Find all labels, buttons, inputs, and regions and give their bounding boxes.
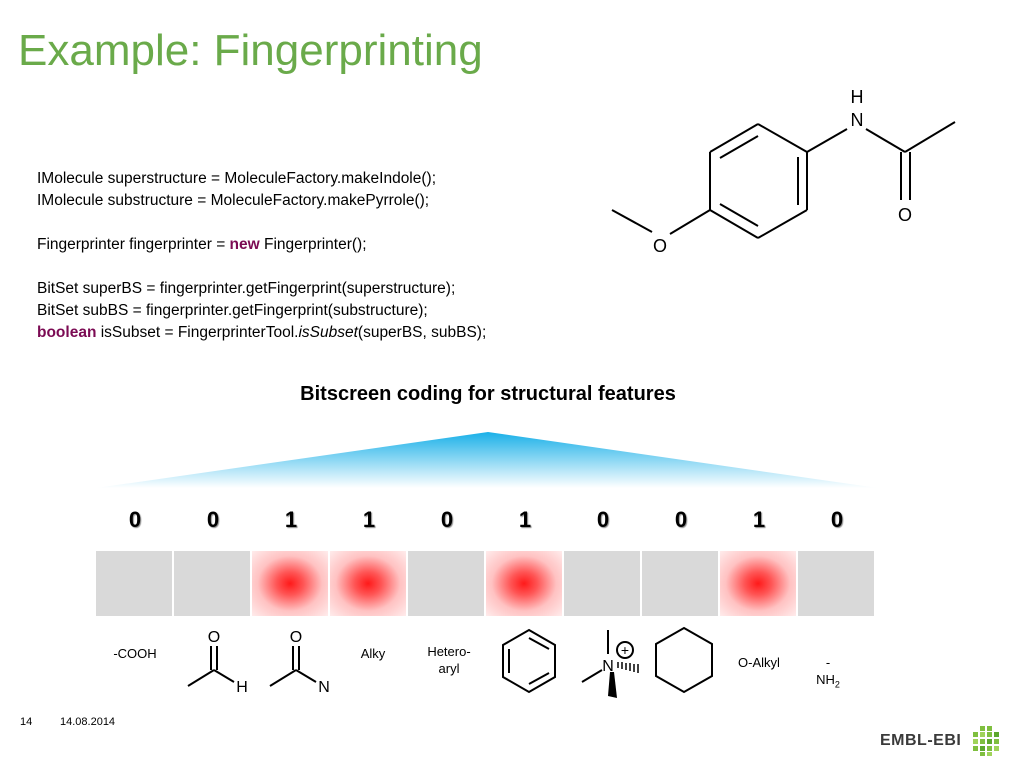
code-line: IMolecule substructure = MoleculeFactory… xyxy=(37,192,430,209)
bit-value: 1 xyxy=(362,507,376,532)
code-text: (superBS, subBS); xyxy=(357,324,487,341)
slide-date: 14.08.2014 xyxy=(60,716,116,728)
code-text: Fingerprinter(); xyxy=(259,236,367,253)
feature-label-subscript: 2 xyxy=(834,679,840,690)
code-line: BitSet subBS = fingerprinter.getFingerpr… xyxy=(37,302,428,319)
feature-label-line: Hetero- xyxy=(427,644,471,659)
bit-cell xyxy=(174,551,250,616)
feature-label-oalkyl: O-Alkyl xyxy=(738,655,780,670)
atom-label: N xyxy=(318,679,330,696)
bit-cell xyxy=(720,551,796,616)
code-line: boolean isSubset = FingerprinterTool.isS… xyxy=(37,322,597,344)
bit-cell xyxy=(564,551,640,616)
code-line: IMolecule superstructure = MoleculeFacto… xyxy=(37,170,437,187)
code-text: Fingerprinter fingerprinter = xyxy=(37,236,230,253)
bit-cell xyxy=(642,551,718,616)
cyclohexane-structure xyxy=(655,626,713,694)
bit-value: 0 xyxy=(596,507,610,532)
aldehyde-structure: O H xyxy=(187,629,248,696)
code-italic: isSubset xyxy=(298,324,358,341)
atom-label: O xyxy=(898,205,912,225)
molecule-bonds xyxy=(611,121,956,239)
slide-title: Example: Fingerprinting xyxy=(18,26,483,75)
bit-value: 1 xyxy=(518,507,532,532)
atom-label: N xyxy=(602,658,614,675)
bitscreen-title: Bitscreen coding for structural features xyxy=(300,383,676,405)
ammonium-structure: N + xyxy=(581,630,639,698)
atom-label: O xyxy=(290,629,302,646)
feature-label-alky: Alky xyxy=(360,646,386,661)
code-blank-line xyxy=(37,212,597,234)
atom-label: O xyxy=(653,236,667,256)
bit-value: 0 xyxy=(674,507,688,532)
logo-cube-icon xyxy=(972,726,999,756)
feature-label-cooh: -COOH xyxy=(113,646,157,661)
code-line: Fingerprinter fingerprinter = new Finger… xyxy=(37,234,597,256)
bit-value: 0 xyxy=(440,507,454,532)
bit-cell xyxy=(252,551,328,616)
embl-ebi-logo: EMBL-EBI xyxy=(880,724,1004,758)
code-block: IMolecule superstructure = MoleculeFacto… xyxy=(37,168,597,344)
charge-label: + xyxy=(621,642,629,658)
atom-label: O xyxy=(208,629,220,646)
amide-structure: O N xyxy=(269,629,330,696)
code-text: isSubset = FingerprinterTool. xyxy=(96,324,299,341)
atom-label: H xyxy=(236,679,248,696)
bit-value: 0 xyxy=(830,507,844,532)
code-line: BitSet superBS = fingerprinter.getFinger… xyxy=(37,280,456,297)
page-number: 14 xyxy=(20,716,33,728)
feature-label-line: - xyxy=(825,655,831,670)
feature-label-line: NH2 xyxy=(800,671,856,694)
atom-label: H xyxy=(851,87,864,107)
atom-label: N xyxy=(851,110,864,130)
bit-cell xyxy=(96,551,172,616)
molecule-structure: H N O O xyxy=(611,87,956,256)
code-keyword: new xyxy=(229,236,260,253)
bit-value: 0 xyxy=(206,507,220,532)
feature-label-text: NH xyxy=(816,672,835,687)
bit-values: 0 0 1 1 0 1 0 0 1 0 xyxy=(96,507,878,533)
code-keyword: boolean xyxy=(37,324,97,341)
feature-label-line: aryl xyxy=(438,661,460,676)
code-blank-line xyxy=(37,256,597,278)
bit-cell xyxy=(408,551,484,616)
bit-cells xyxy=(96,551,878,616)
bit-cell xyxy=(486,551,562,616)
bit-cell xyxy=(330,551,406,616)
benzene-structure xyxy=(502,628,556,694)
logo-text: EMBL-EBI xyxy=(880,732,962,749)
bit-value: 0 xyxy=(128,507,142,532)
bit-value: 1 xyxy=(284,507,298,532)
wedge-bond xyxy=(608,672,617,698)
feature-label-heteroaryl: Hetero- aryl xyxy=(410,643,488,677)
bit-cell xyxy=(798,551,874,616)
bitscreen-fan xyxy=(96,432,878,488)
feature-label-nh2: - NH2 xyxy=(800,654,856,694)
bit-value: 1 xyxy=(752,507,766,532)
